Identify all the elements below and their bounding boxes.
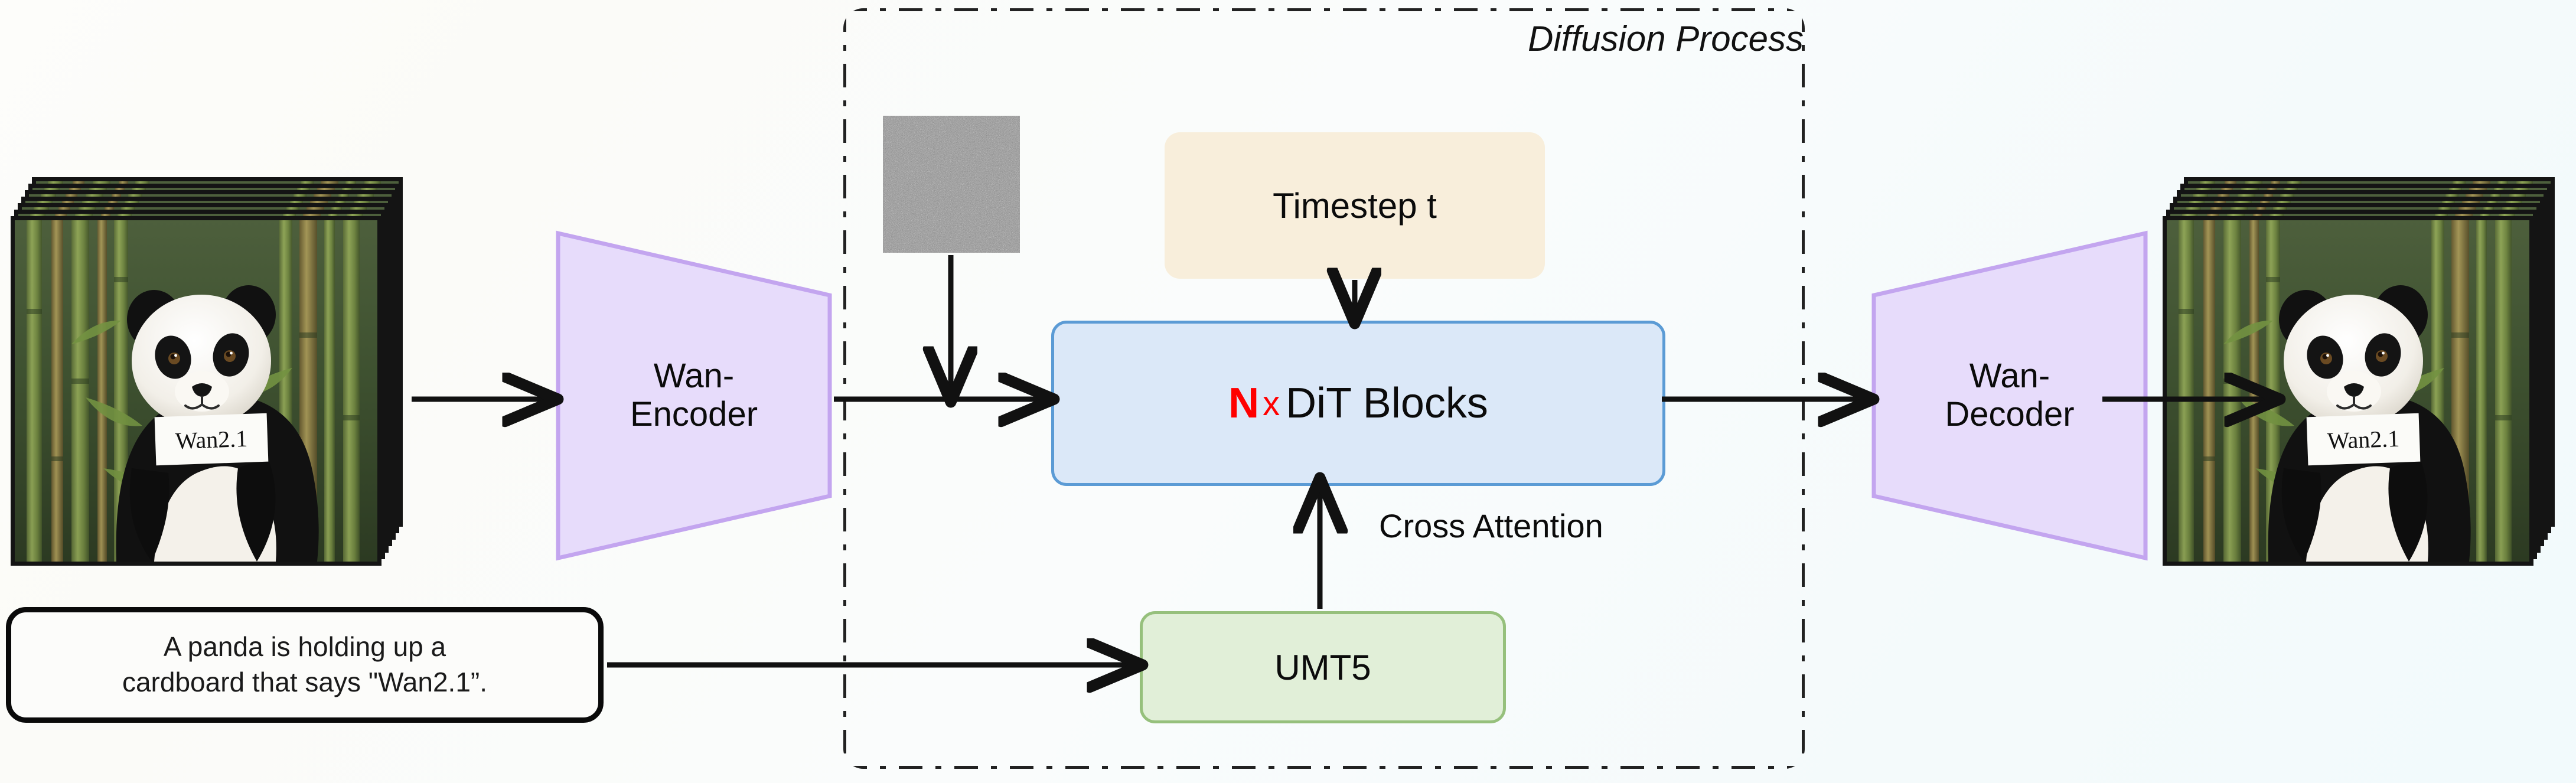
diffusion-process-label: Diffusion Process — [1528, 18, 1804, 58]
timestep-node[interactable]: Timestep t — [1165, 132, 1545, 279]
video-frame-front: Wan2.1 — [2163, 216, 2533, 566]
panda-frame-art — [2167, 220, 2529, 562]
output-sign-label: Wan2.1 — [2306, 413, 2421, 466]
input-sign-label: Wan2.1 — [154, 413, 269, 466]
panda-frame-art — [15, 220, 377, 562]
wan-encoder-block[interactable]: Wan- Encoder — [555, 230, 833, 561]
dit-times-symbol: x — [1263, 384, 1280, 423]
output-video-frame-stack: Wan2.1 — [2163, 177, 2576, 567]
decoder-trapezoid-shape — [1871, 230, 2148, 561]
input-video-frame-stack: Wan2.1 — [11, 177, 424, 567]
dit-blocks-label: DiT Blocks — [1286, 380, 1488, 427]
noise-texture — [883, 116, 1020, 253]
wan-decoder-block[interactable]: Wan- Decoder — [1871, 230, 2148, 561]
noise-latent-tile — [883, 116, 1020, 253]
dit-blocks-node[interactable]: N x DiT Blocks — [1051, 321, 1665, 486]
text-prompt-box[interactable]: A panda is holding up a cardboard that s… — [6, 607, 604, 723]
prompt-line-1: A panda is holding up a — [163, 631, 446, 663]
timestep-label: Timestep t — [1273, 185, 1437, 226]
prompt-line-2: cardboard that says "Wan2.1”. — [122, 667, 488, 697]
umt5-text-encoder-node[interactable]: UMT5 — [1140, 611, 1506, 723]
cross-attention-label: Cross Attention — [1379, 507, 1603, 544]
encoder-trapezoid-shape — [556, 230, 832, 561]
umt5-label: UMT5 — [1274, 647, 1371, 687]
video-frame-front: Wan2.1 — [11, 216, 381, 566]
dit-repeat-count: N — [1228, 380, 1260, 427]
